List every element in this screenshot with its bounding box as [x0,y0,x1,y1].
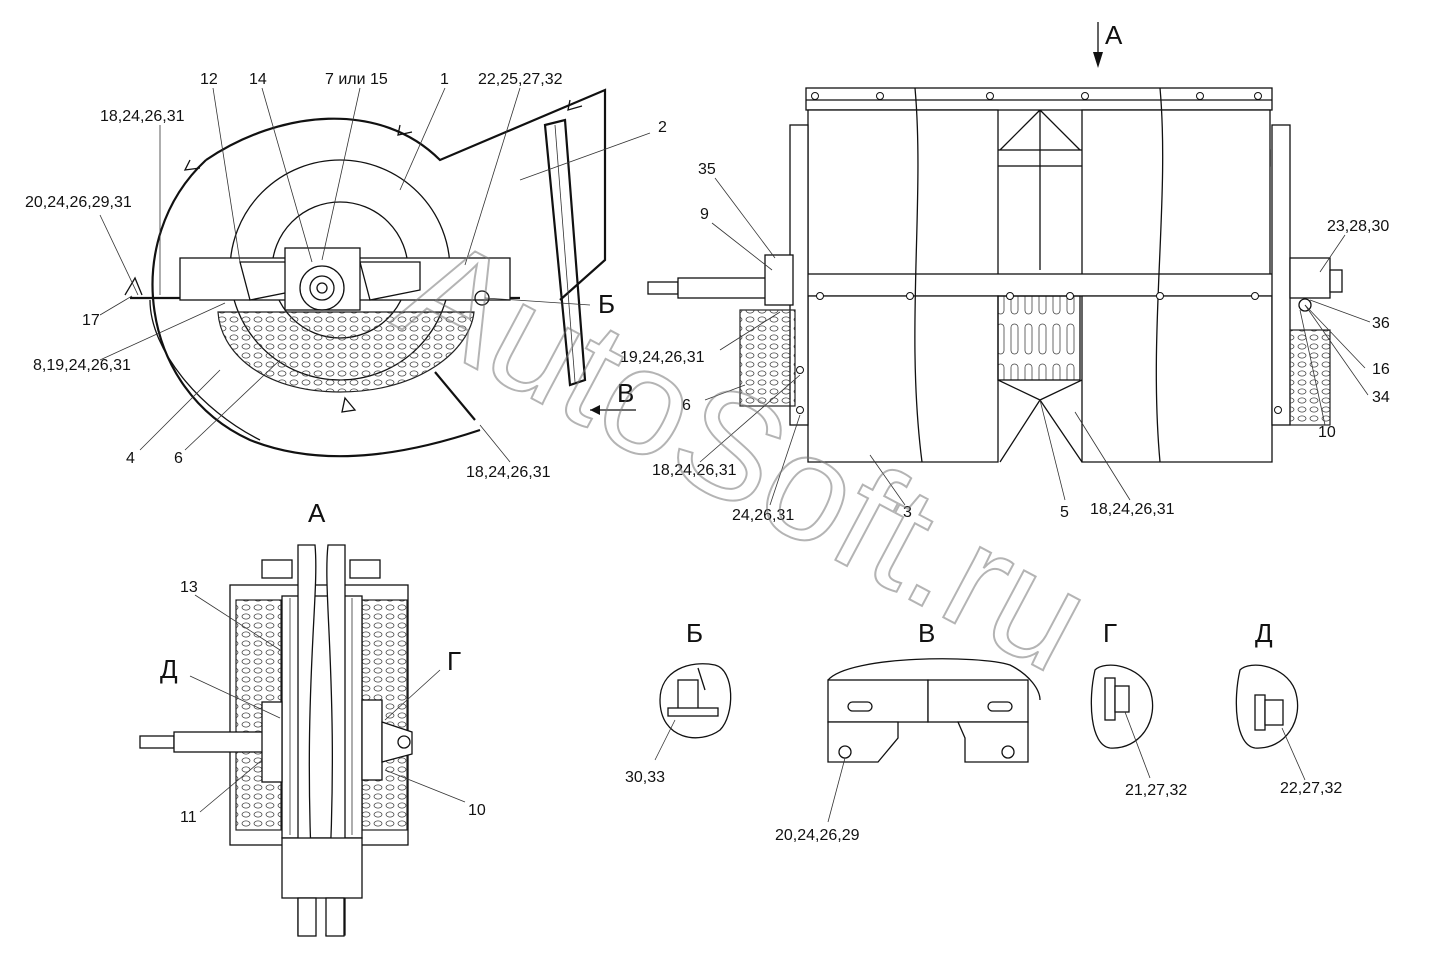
label-20-24-26-29-31: 20,24,26,29,31 [25,194,132,211]
label-A-arrow: А [1105,20,1123,50]
detail-labels: Б В Г Д 30,33 20,24,26,29 21,27,32 22,27… [625,618,1342,844]
volute-housing [151,159,481,458]
front-view [647,87,1343,463]
label-6-side: 6 [174,450,183,467]
label-20-24-26-29: 20,24,26,29 [775,827,860,844]
side-view [124,88,607,458]
label-36: 36 [1372,315,1390,332]
side-screen-right [1289,329,1331,426]
label-5: 5 [1060,504,1069,521]
label-18-24-26-31-b: 18,24,26,31 [466,464,551,481]
detail-b-title: Б [686,618,703,648]
label-B-ref: Б [598,289,615,319]
side-view-leaders [99,87,651,463]
view-a-leaders [189,594,466,813]
label-18-24-26-31-c: 18,24,26,31 [652,462,737,479]
label-1: 1 [440,71,449,88]
shaft [647,281,679,295]
label-24-26-31: 24,26,31 [732,507,794,524]
label-10-front: 10 [1318,424,1336,441]
housing-top [205,88,607,301]
side-rack [543,118,587,387]
view-a-title: А [308,498,326,528]
label-35: 35 [698,161,716,178]
label-22-27-32: 22,27,32 [1280,780,1342,797]
label-D-ref: Д [160,654,178,684]
view-a-labels: А 13 Д Г 11 10 [160,498,486,826]
label-12: 12 [200,71,218,88]
label-14: 14 [249,71,267,88]
label-11: 11 [180,809,197,826]
label-21-27-32: 21,27,32 [1125,782,1187,799]
label-4: 4 [126,450,135,467]
view-a [139,544,413,937]
label-18-24-26-31-a: 18,24,26,31 [100,108,185,125]
label-22-25-27-32: 22,25,27,32 [478,71,563,88]
screen-6 [217,311,475,393]
label-G-ref: Г [447,646,461,676]
label-6-front: 6 [682,397,691,414]
detail-d-title: Д [1255,618,1273,648]
label-30-33: 30,33 [625,769,665,786]
label-23-28-30: 23,28,30 [1327,218,1389,235]
label-9: 9 [700,206,709,223]
front-view-labels: А 35 9 23,28,30 36 19,24,26,31 16 34 6 1… [620,20,1390,524]
label-V-ref: В [617,378,634,408]
detail-v [827,658,1041,823]
label-34: 34 [1372,389,1390,406]
side-view-labels: 12 14 7 или 15 1 22,25,27,32 18,24,26,31… [25,71,667,481]
label-13: 13 [180,579,198,596]
label-10-view-a: 10 [468,802,486,819]
label-17: 17 [82,312,100,329]
front-view-leaders [699,177,1371,506]
detail-v-title: В [918,618,935,648]
label-18-24-26-31-d: 18,24,26,31 [1090,501,1175,518]
detail-g [1090,664,1154,779]
label-2: 2 [658,119,667,136]
main-beam [784,273,1286,297]
side-screen-left [739,309,796,407]
label-19-24-26-31: 19,24,26,31 [620,349,705,366]
label-16: 16 [1372,361,1390,378]
label-7-or-15: 7 или 15 [325,71,388,88]
label-8-19-24-26-31: 8,19,24,26,31 [33,357,131,374]
slotted-screen-5 [997,295,1081,381]
detail-b [654,663,732,761]
top-rail [805,87,1273,111]
detail-d [1235,664,1306,781]
detail-g-title: Г [1103,618,1117,648]
label-3: 3 [903,504,912,521]
